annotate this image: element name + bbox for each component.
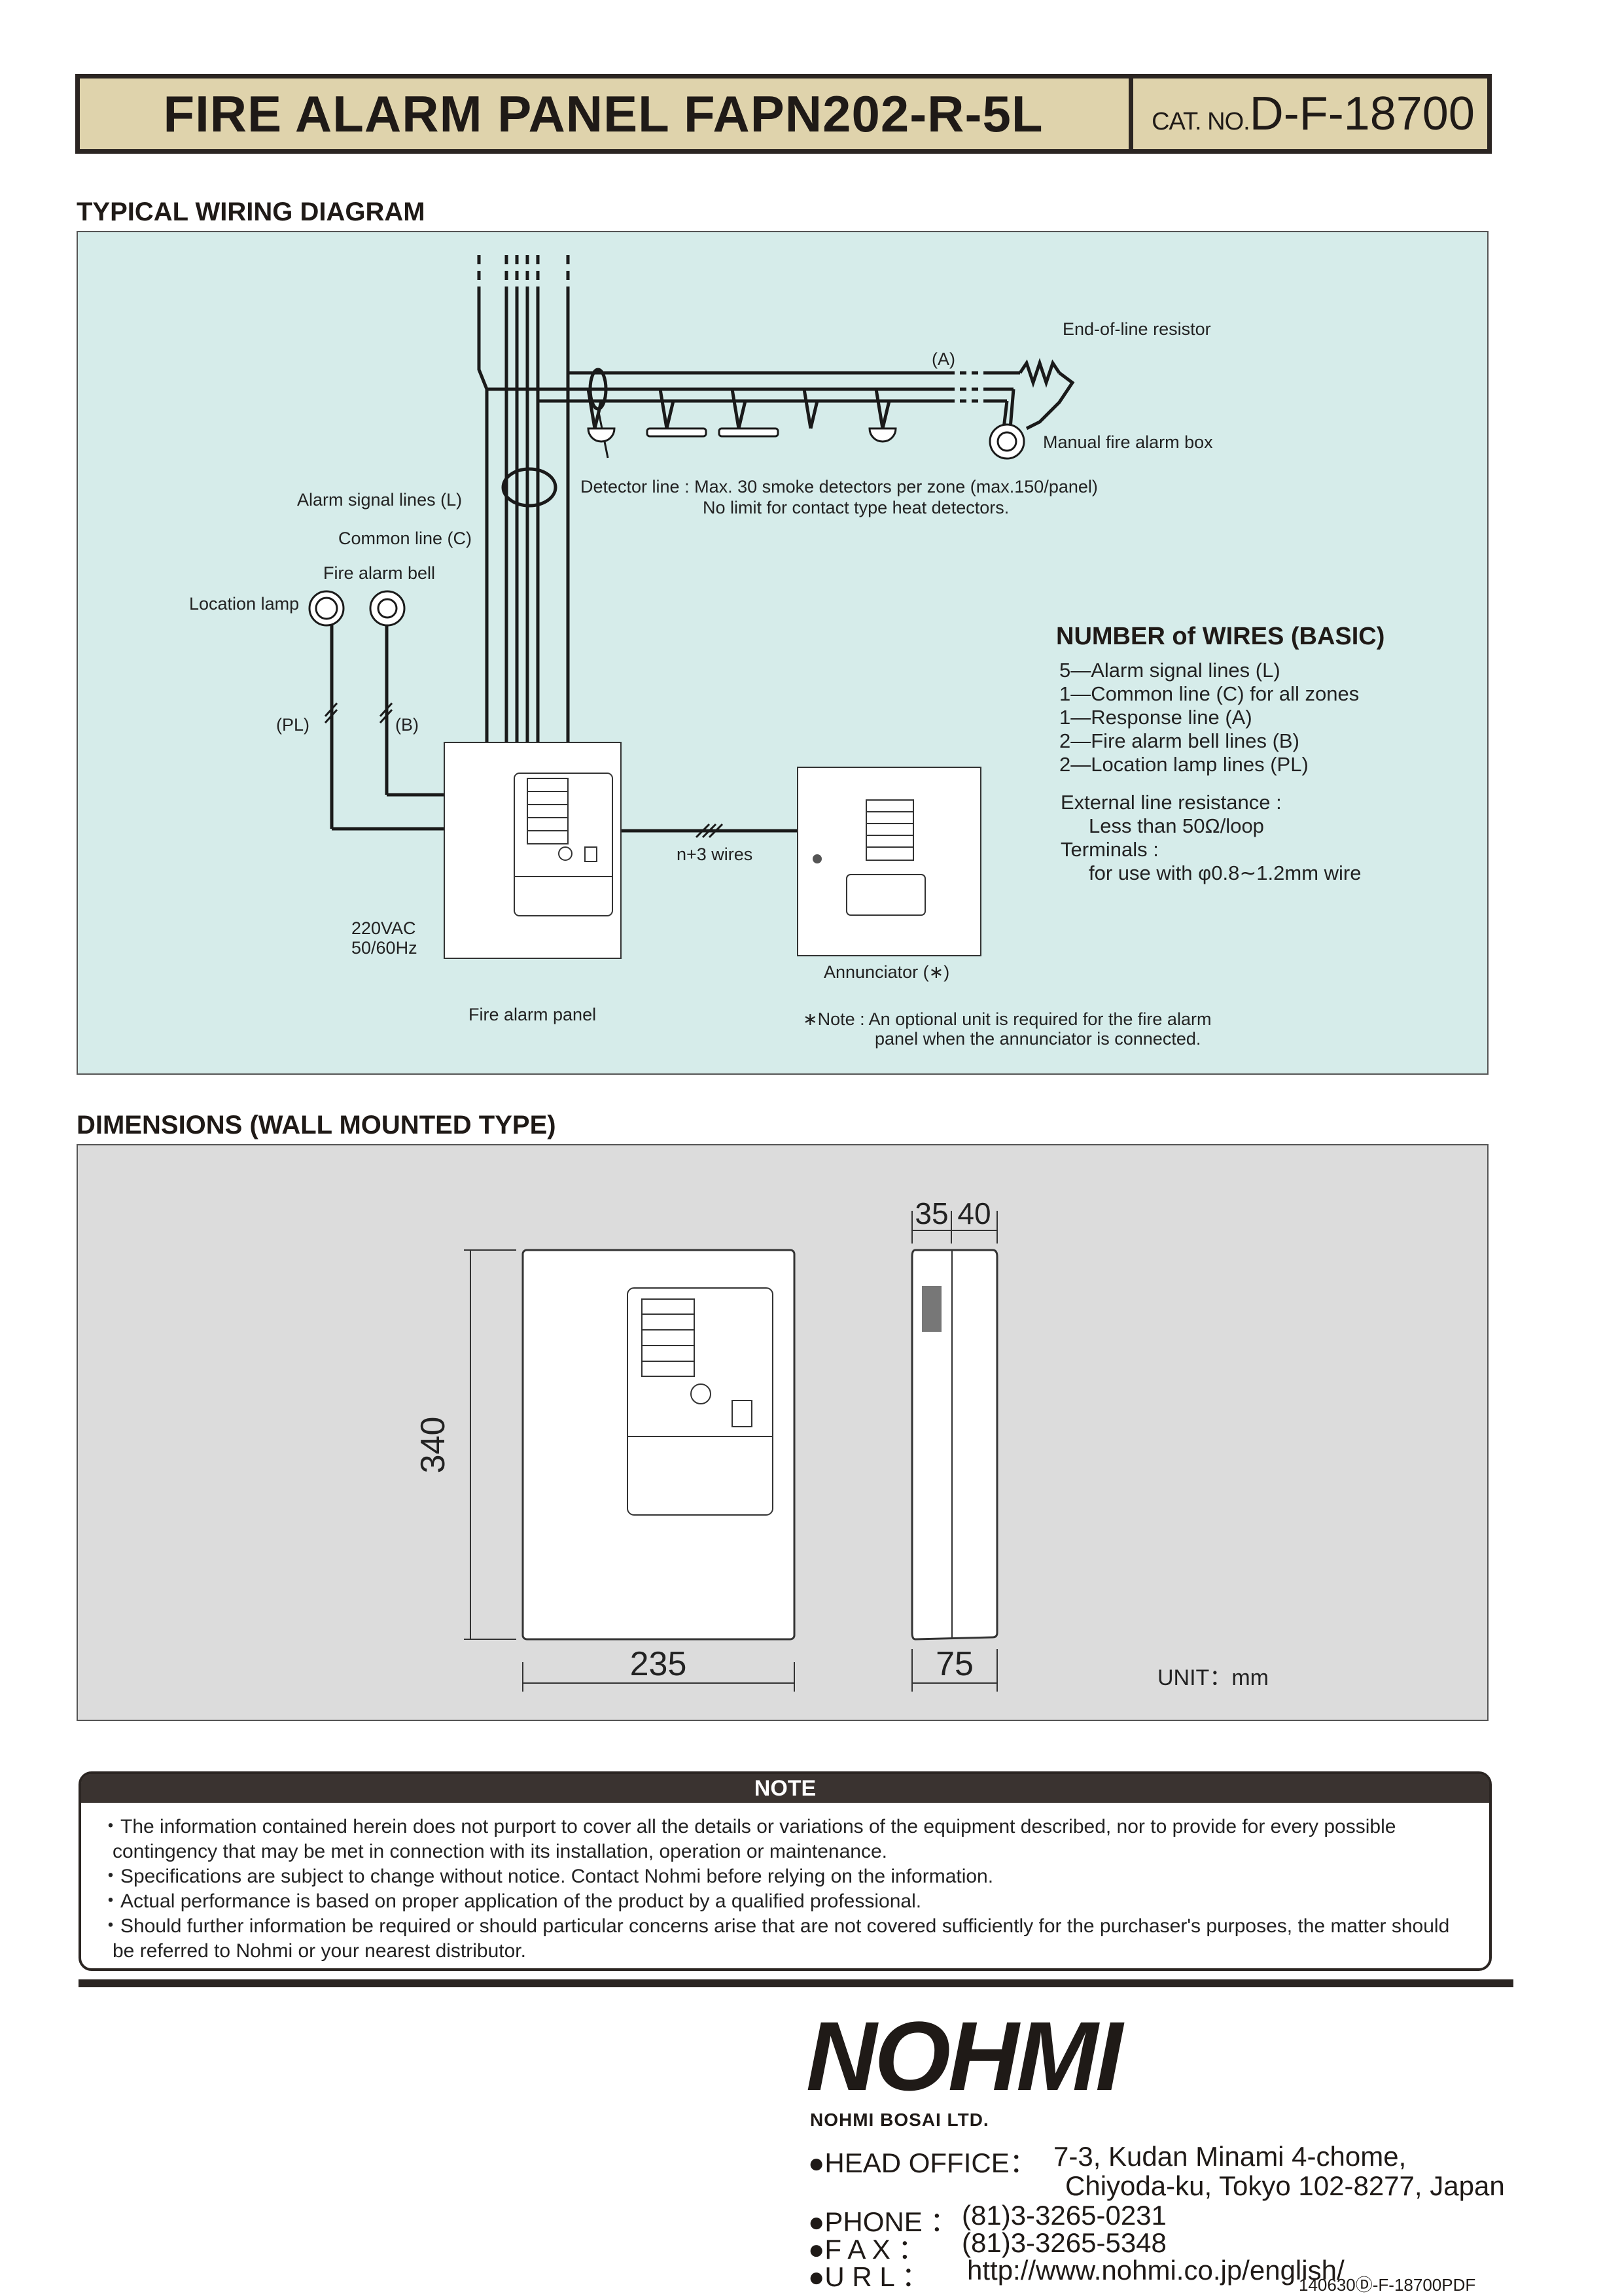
power-label-1: 220VAC [351,918,416,938]
banner-divider [1129,78,1133,149]
dimensions-section-title: DIMENSIONS (WALL MOUNTED TYPE) [77,1111,556,1139]
resistance-value: Less than 50Ω/loop [1089,814,1264,837]
annunciator-label: Annunciator (∗) [824,962,949,982]
unit-label: UNIT：mm [1157,1665,1269,1690]
page-title: FIRE ALARM PANEL FAPN202-R-5L [163,85,1044,143]
height-dimension: 340 [414,1417,452,1474]
heat-detector-2 [718,427,779,438]
company-name: NOHMI BOSAI LTD. [810,2110,989,2130]
annunciator-note-1: ∗Note : An optional unit is required for… [803,1009,1211,1029]
heat-detector-1 [646,427,707,438]
wiring-diagram-panel: End-of-line resistor (A) Manual fire ala… [77,231,1489,1075]
wires-item: 2—Fire alarm bell lines (B) [1059,729,1299,752]
dimension-drawing: 340 235 35 40 75 UNIT：mm [414,1196,1269,1692]
phone-value: (81)3-3265-0231 [962,2200,1167,2231]
pl-label: (PL) [276,715,309,735]
depth-dimension-b: 40 [957,1196,991,1230]
wiring-diagram: End-of-line resistor (A) Manual fire ala… [189,255,1384,1049]
depth-dimension-total: 75 [936,1645,974,1683]
fire-bell-label: Fire alarm bell [323,563,435,583]
fax-label: ●F A X ： [808,2234,926,2265]
note-item: ・Actual performance is based on proper a… [101,1890,922,1912]
terminals-value: for use with φ0.8∼1.2mm wire [1089,861,1362,884]
note-item: ・Should further information be required … [101,1915,1450,1962]
wires-item: 2—Location lamp lines (PL) [1059,753,1309,776]
footer-rule [79,1979,1513,1987]
wires-title: NUMBER of WIRES (BASIC) [1056,623,1384,650]
width-dimension: 235 [630,1645,687,1683]
line-a-label: (A) [932,349,955,369]
document-code: 140630Ⓓ-F-18700PDF [1299,2275,1476,2295]
head-office-line-2: Chiyoda-ku, Tokyo 102-8277, Japan [1065,2170,1505,2201]
wires-label: n+3 wires [677,844,752,864]
title-banner: FIRE ALARM PANEL FAPN202-R-5L CAT. NO.D-… [75,74,1492,154]
catalog-prefix: CAT. NO. [1152,108,1250,135]
annunciator-drawing [797,767,981,956]
catalog-code: D-F-18700 [1249,88,1475,140]
url-label: ●U R L ： [808,2261,929,2292]
depth-dimension-a: 35 [915,1196,948,1230]
fax-value: (81)3-3265-5348 [962,2227,1167,2258]
note-text: ・The information contained herein does n… [101,1815,1475,1964]
manual-box-label: Manual fire alarm box [1043,432,1213,452]
note-item: ・Specifications are subject to change wi… [101,1866,994,1887]
detector-line-label: Detector line : Max. 30 smoke detectors … [580,477,1098,496]
panel-label: Fire alarm panel [468,1005,596,1024]
note-box: NOTE ・The information contained herein d… [79,1771,1492,1971]
wires-item: 5—Alarm signal lines (L) [1059,659,1280,682]
side-view [911,1249,998,1641]
head-office-label: ●HEAD OFFICE： [808,2148,1037,2178]
detector-line-note: No limit for contact type heat detectors… [703,498,1009,517]
common-line-label: Common line (C) [338,529,472,548]
annunciator-note-2: panel when the annunciator is connected. [875,1029,1201,1049]
catalog-number: CAT. NO.D-F-18700 [1137,78,1490,149]
smoke-detector-1 [587,427,616,443]
terminals-label: Terminals : [1061,838,1159,861]
alarm-lines-label: Alarm signal lines (L) [297,490,462,510]
b-label: (B) [395,715,419,735]
url-value[interactable]: http://www.nohmi.co.jp/english/ [967,2255,1345,2286]
fire-alarm-panel-drawing [444,742,622,959]
wires-item: 1—Common line (C) for all zones [1059,682,1359,705]
smoke-detector-2 [868,427,897,443]
wiring-section-title: TYPICAL WIRING DIAGRAM [77,198,425,226]
head-office-line-1: 7-3, Kudan Minami 4-chome, [1053,2141,1407,2172]
resistance-label: External line resistance : [1061,791,1282,814]
power-label-2: 50/60Hz [351,938,417,958]
wires-item: 1—Response line (A) [1059,706,1252,729]
eol-resistor-label: End-of-line resistor [1063,319,1211,339]
phone-label: ●PHONE ： [808,2206,958,2237]
dimensions-panel: 340 235 35 40 75 UNIT：mm [77,1144,1489,1721]
note-item: ・The information contained herein does n… [101,1816,1396,1862]
company-logo: NOHMI [806,2001,1123,2111]
note-heading: NOTE [81,1774,1489,1803]
location-lamp-label: Location lamp [189,594,299,614]
